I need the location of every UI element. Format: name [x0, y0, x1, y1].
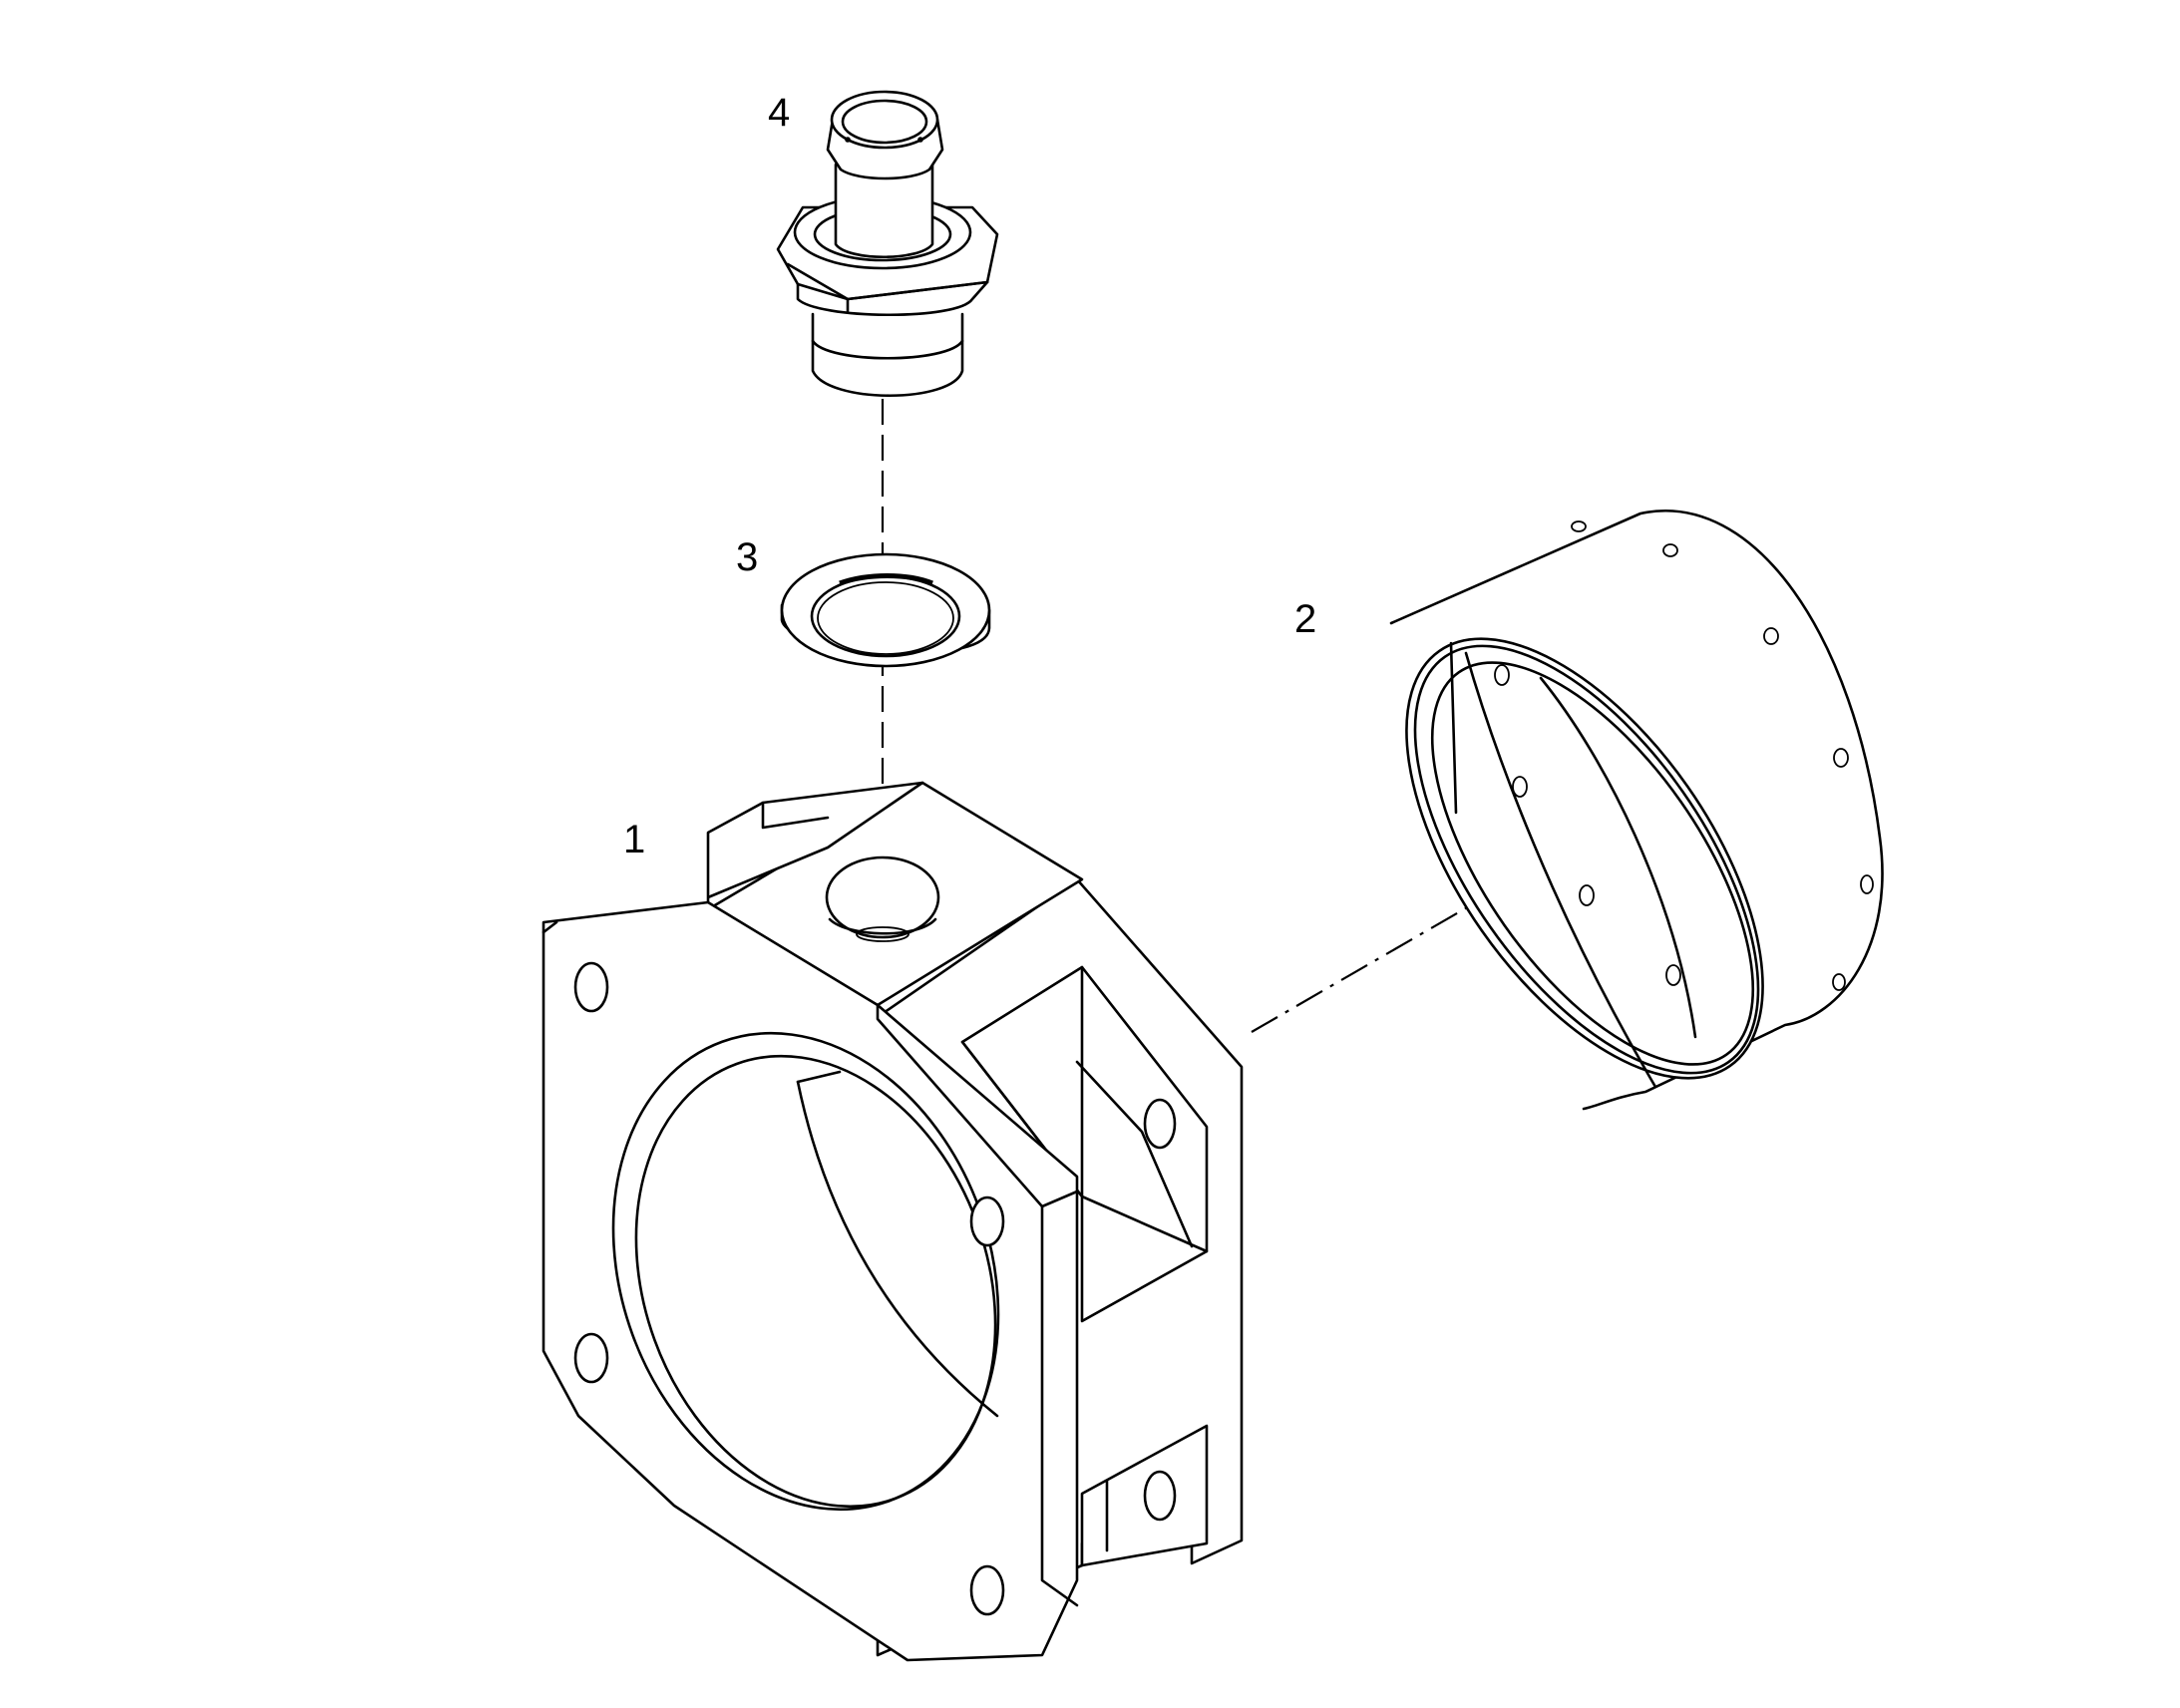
liner-inner-groove-2	[1539, 676, 1697, 1039]
housing-flange-corner	[542, 920, 558, 934]
liner-inner-hole-2	[1512, 776, 1528, 798]
housing-side-bolt-hole-lower	[1143, 1470, 1177, 1522]
callout-3: 3	[736, 535, 758, 579]
liner-inner-bore	[1430, 661, 1755, 1066]
housing-top-port-inner	[828, 917, 937, 935]
housing-lug-edge	[761, 801, 830, 830]
fitting-hex-base	[796, 280, 989, 317]
liner-outer-hole-1	[1571, 520, 1587, 532]
housing-flange-bolt-hole-top-left	[573, 961, 609, 1013]
washer-outer-edge	[780, 552, 991, 668]
liner-inner-hole-4	[1665, 964, 1681, 986]
liner-inner-groove-1	[1464, 651, 1657, 1089]
housing-bore-inner-contour	[796, 1080, 999, 1418]
housing-bore-step	[796, 1070, 842, 1084]
washer-seal-highlight	[839, 573, 933, 586]
horizontal-centerline	[1251, 901, 1477, 1033]
housing-flange-bolt-hole-top-right	[969, 1196, 1005, 1247]
fitting-hex-facets	[786, 262, 989, 313]
liner-inner-hole-1	[1494, 664, 1510, 686]
housing-top-port-thread	[856, 926, 909, 942]
liner-inner-hole-3	[1579, 884, 1595, 906]
housing-flange-edge	[1040, 1204, 1079, 1607]
part-4-hose-fitting	[776, 90, 999, 398]
fitting-tip-mark-right	[917, 137, 923, 143]
fitting-spigot	[811, 312, 964, 398]
fitting-tip-inner	[841, 99, 928, 145]
part-3-sealing-washer	[780, 552, 991, 668]
liner-outer-hole-5	[1860, 874, 1874, 894]
washer-seal-ring-inner	[817, 581, 954, 655]
part-1-housing	[542, 781, 1244, 1662]
liner-outer-hole-3	[1763, 627, 1779, 645]
fitting-hose-tail	[834, 163, 934, 258]
housing-side-bolt-hole-upper	[1143, 1098, 1177, 1150]
housing-flange-bolt-hole-bottom-left	[573, 1332, 609, 1384]
fitting-spigot-groove	[811, 339, 964, 360]
callout-1: 1	[623, 818, 645, 861]
liner-outer-hole-6	[1832, 973, 1846, 991]
liner-front-rim-inner	[1413, 644, 1760, 1075]
callout-4: 4	[768, 91, 790, 135]
liner-inner-edge	[1449, 641, 1458, 815]
housing-flange-top-edge	[876, 1003, 1079, 1208]
housing-window-diagonal	[1075, 1060, 1194, 1248]
liner-outer-hole-4	[1833, 748, 1849, 768]
part-2-liner	[1389, 510, 1884, 1111]
fitting-tip-mark-left	[845, 137, 851, 143]
liner-outer-hole-2	[1662, 543, 1678, 557]
callout-2: 2	[1294, 597, 1316, 641]
housing-flange-bolt-hole-bottom-right	[969, 1564, 1005, 1616]
housing-top-port	[825, 855, 940, 939]
